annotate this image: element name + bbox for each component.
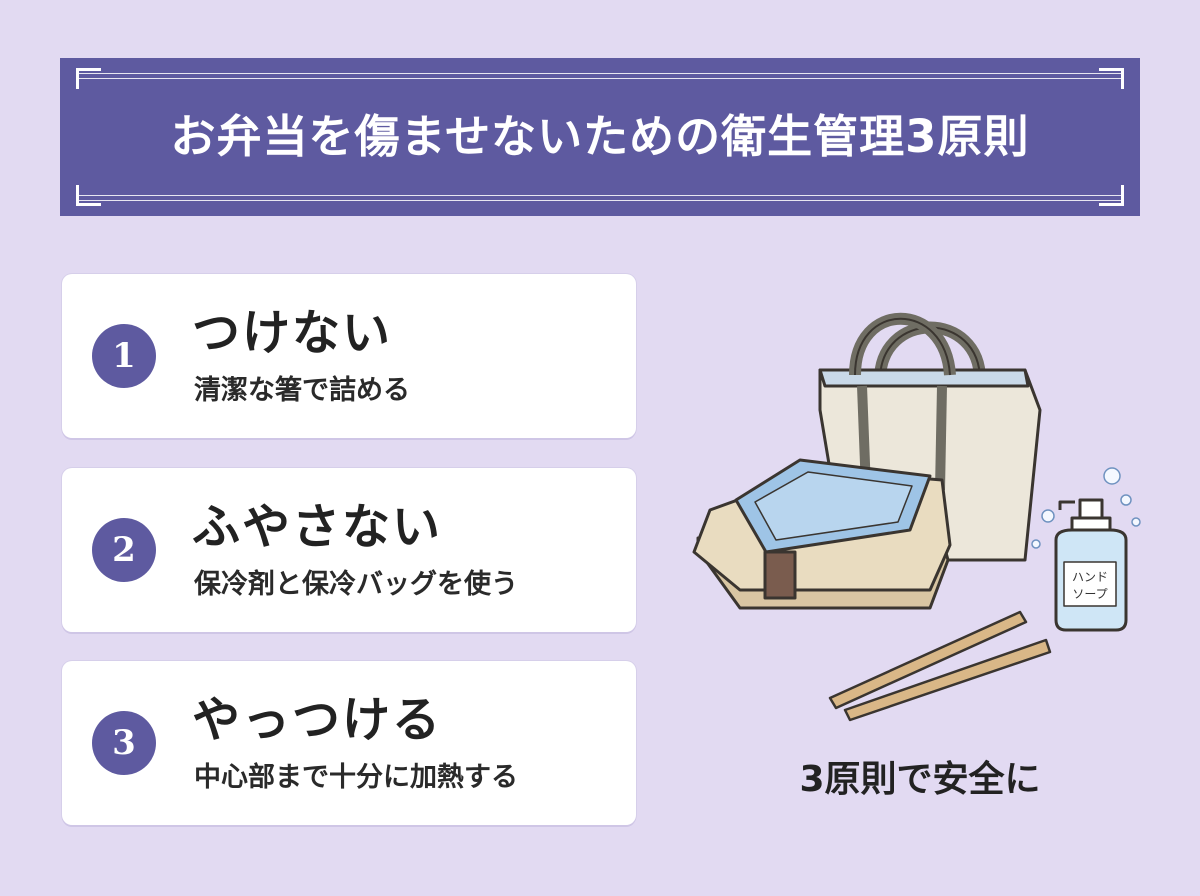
number-badge: 2 <box>92 518 156 582</box>
caption: 3原則で安全に <box>799 759 1041 800</box>
number-badge: 1 <box>92 324 156 388</box>
soap-label-line2: ソープ <box>1072 587 1107 601</box>
banner-corner <box>1099 68 1124 89</box>
principle-card-3: 3 やっつける 中心部まで十分に加熱する <box>62 661 636 825</box>
banner-rule <box>78 73 1122 74</box>
principle-subtitle: 保冷剤と保冷バッグを使う <box>194 569 518 600</box>
banner-corner <box>1099 185 1124 206</box>
principle-card-2: 2 ふやさない 保冷剤と保冷バッグを使う <box>62 468 636 632</box>
banner-corner <box>76 185 101 206</box>
bento-box-icon <box>692 458 952 610</box>
soap-label-line1: ハンド <box>1072 570 1108 584</box>
chopsticks-icon <box>828 610 1052 722</box>
banner-rule <box>78 78 1122 79</box>
principle-subtitle: 清潔な箸で詰める <box>194 375 410 406</box>
page-title: お弁当を傷ませないための衛生管理3原則 <box>170 110 1030 163</box>
banner-rule <box>78 200 1122 201</box>
banner-rule <box>78 195 1122 196</box>
number-badge: 3 <box>92 711 156 775</box>
bento-illustration: ハンド ソープ <box>692 312 1141 722</box>
title-banner: お弁当を傷ませないための衛生管理3原則 <box>60 58 1140 216</box>
principle-title: やっつける <box>192 692 443 748</box>
principle-title: ふやさない <box>192 499 443 555</box>
principle-subtitle: 中心部まで十分に加熱する <box>194 762 518 793</box>
principle-card-1: 1 つけない 清潔な箸で詰める <box>62 274 636 438</box>
hand-soap-icon: ハンド ソープ <box>1031 467 1141 632</box>
principle-title: つけない <box>192 305 393 361</box>
banner-corner <box>76 68 101 89</box>
